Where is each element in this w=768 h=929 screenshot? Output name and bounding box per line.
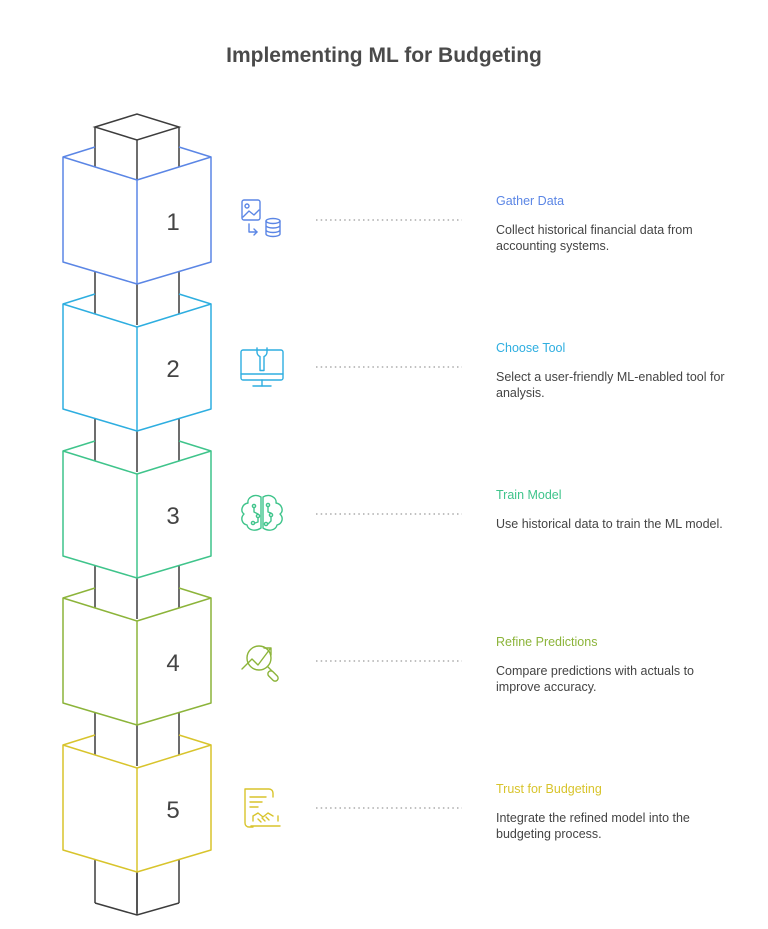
step-title: Trust for Budgeting [496,782,602,796]
step-description: Compare predictions with actuals to impr… [496,664,695,694]
magnifier-trend-icon [241,645,279,682]
step-cube-5: 5 [62,734,212,873]
step-cube-2: 2 [62,293,212,432]
step-icons [240,199,284,828]
step-description: Collect historical financial data from a… [496,223,693,253]
step-title: Gather Data [496,194,565,208]
step-description: Use historical data to train the ML mode… [496,517,723,531]
dotted-connectors [316,219,462,809]
step-description: Integrate the refined model into the bud… [496,811,690,841]
step-description: Select a user-friendly ML-enabled tool f… [496,370,725,400]
step-number: 3 [166,503,179,530]
step-number: 2 [166,356,179,383]
brain-circuit-icon [241,494,283,531]
page-title: Implementing ML for Budgeting [226,44,542,67]
step-title: Train Model [496,488,562,502]
step-title: Choose Tool [496,341,566,355]
step-number: 4 [166,650,179,677]
step-number: 1 [166,209,179,236]
step-cubes: 1 2 3 4 5 [62,146,212,873]
step-cube-4: 4 [62,587,212,726]
monitor-wrench-icon [240,347,284,387]
step-cube-1: 1 [62,146,212,285]
step-cube-3: 3 [62,440,212,579]
step-number: 5 [166,797,179,824]
contract-handshake-icon [244,788,281,828]
image-to-database-icon [241,199,281,238]
step-title: Refine Predictions [496,635,598,649]
